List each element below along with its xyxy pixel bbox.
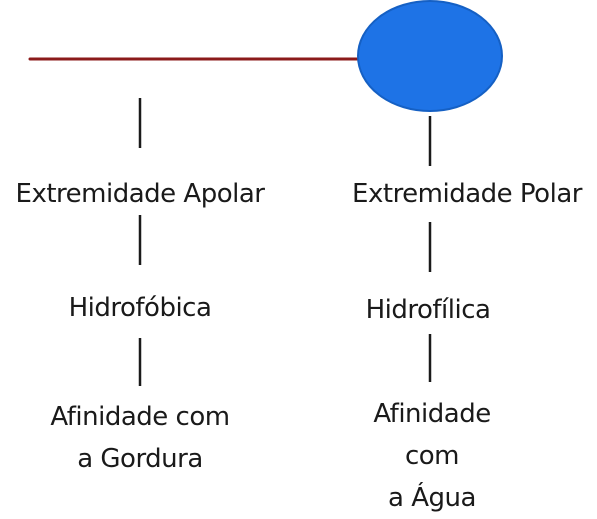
left-affinity-label: Afinidade com a Gordura — [50, 396, 230, 480]
left-affinity-line2: a Gordura — [77, 444, 203, 474]
left-region-label: Extremidade Apolar — [15, 179, 265, 209]
right-region-label: Extremidade Polar — [352, 179, 582, 209]
polar-head-circle — [357, 0, 503, 112]
right-affinity-line2: a Água — [388, 483, 476, 513]
right-affinity-line1: Afinidade com — [373, 399, 491, 471]
diagram-canvas — [28, 0, 503, 386]
right-property-label: Hidrofílica — [365, 295, 491, 325]
left-property-label: Hidrofóbica — [68, 293, 212, 323]
right-affinity-label: Afinidade com a Água — [350, 393, 515, 519]
left-affinity-line1: Afinidade com — [50, 402, 230, 432]
